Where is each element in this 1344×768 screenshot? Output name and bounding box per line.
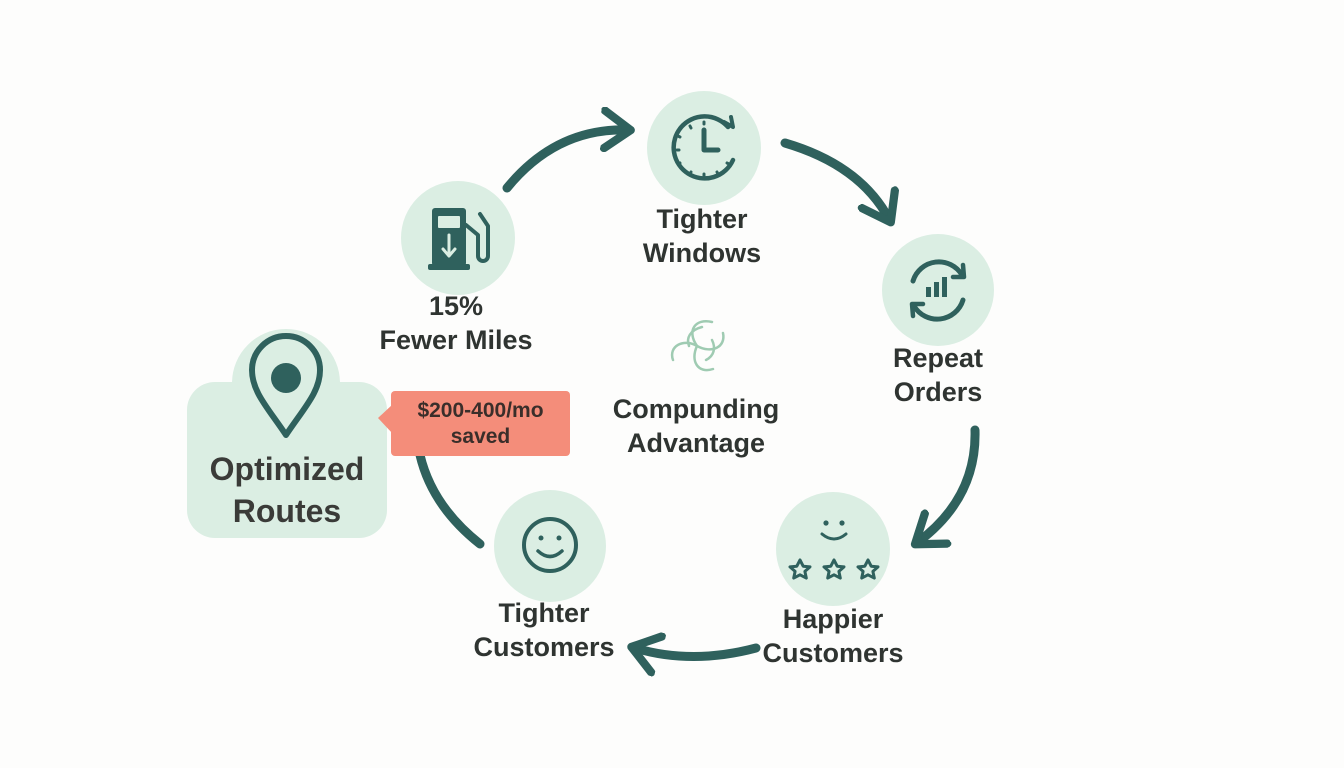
- fewer-miles-label-line1: 15%: [428, 291, 484, 321]
- savings-badge: [378, 391, 570, 456]
- fewer-miles-label-line2: Fewer Miles: [379, 325, 533, 355]
- node-repeat-orders: [882, 234, 994, 346]
- repeat-chart-icon: [909, 259, 967, 322]
- spiral-icon: [670, 319, 725, 372]
- savings-badge-line2: saved: [450, 425, 511, 448]
- node-tighter-customers: [494, 490, 606, 602]
- smile-stars-icon: [788, 520, 880, 580]
- rating-stars: [788, 558, 880, 580]
- happier-customers-label: Happier Customers: [733, 602, 933, 670]
- node-tighter-windows: [647, 91, 761, 205]
- savings-badge-text: $200-400/mo saved: [393, 398, 568, 450]
- arrow-windows-to-repeat-orders: [780, 138, 889, 219]
- node-fewer-miles: [401, 181, 515, 295]
- arrow-repeat-orders-to-happier: [918, 425, 980, 542]
- repeat-orders-label-line1: Repeat: [892, 343, 984, 373]
- fewer-miles-label: 15% Fewer Miles: [356, 289, 556, 357]
- savings-badge-line1: $200-400/mo: [417, 399, 544, 422]
- node-happier-customers: [776, 492, 890, 606]
- start-node: [187, 329, 387, 538]
- map-pin-icon: [249, 333, 323, 438]
- tighter-windows-label-line1: Tighter: [656, 204, 748, 234]
- tighter-customers-label-line2: Customers: [473, 632, 615, 662]
- start-node-label-line1: Optimized: [209, 451, 365, 487]
- clock-icon: [671, 114, 736, 181]
- arrow-happier-to-tighter-customers: [635, 648, 761, 657]
- tighter-windows-label: Tighter Windows: [602, 202, 802, 270]
- arrow-fewer-miles-to-windows: [502, 130, 627, 193]
- happier-customers-label-line1: Happier: [782, 604, 884, 634]
- center-label-line1: Compunding: [612, 394, 780, 424]
- start-node-label: Optimized Routes: [187, 448, 387, 532]
- tighter-windows-label-line2: Windows: [642, 238, 762, 268]
- tighter-customers-label: Tighter Customers: [444, 596, 644, 664]
- center-label-line2: Advantage: [626, 428, 766, 458]
- repeat-orders-label: Repeat Orders: [838, 341, 1038, 409]
- cycle-arrows: [415, 130, 980, 657]
- smiley-icon: [522, 517, 578, 573]
- happier-customers-label-line2: Customers: [762, 638, 904, 668]
- center-label: Compunding Advantage: [586, 392, 806, 460]
- tighter-customers-label-line1: Tighter: [498, 598, 590, 628]
- arrow-tighter-customers-to-start: [415, 450, 485, 549]
- repeat-orders-label-line2: Orders: [893, 377, 983, 407]
- start-node-label-line2: Routes: [232, 493, 342, 529]
- fuel-pump-icon: [428, 208, 490, 270]
